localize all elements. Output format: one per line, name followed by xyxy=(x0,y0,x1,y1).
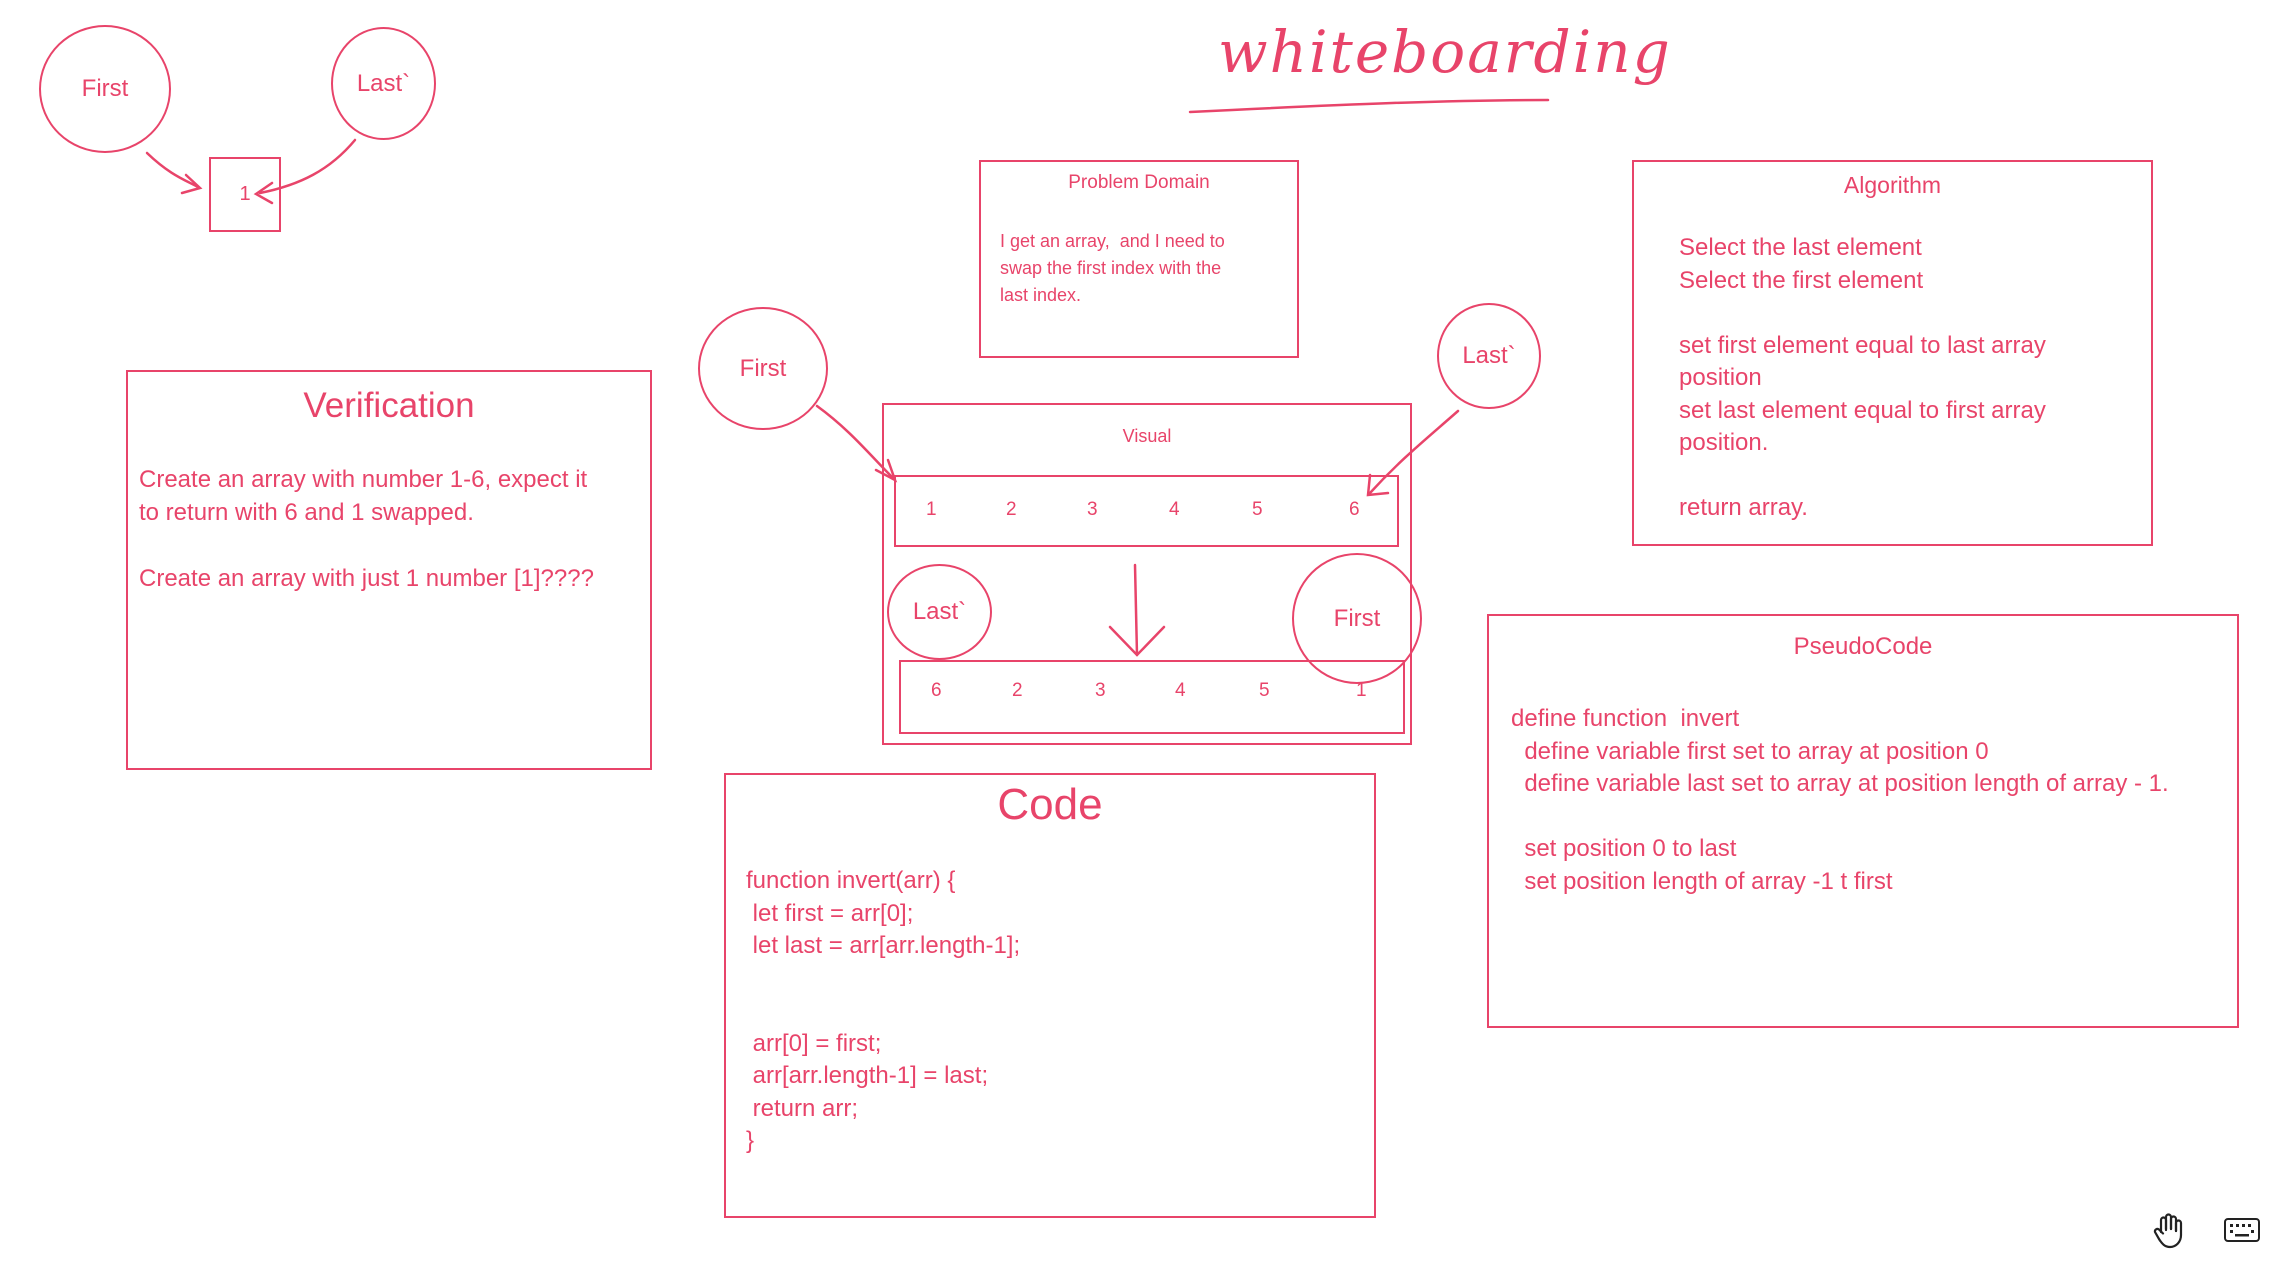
after-last-circle: Last` xyxy=(887,564,992,660)
array-after-cell-4: 4 xyxy=(1175,680,1186,701)
after-first-label: First xyxy=(1333,604,1381,632)
page-title: whiteboarding xyxy=(1218,18,1672,86)
keyboard-icon[interactable] xyxy=(2222,1215,2262,1245)
array-before-cell-3: 3 xyxy=(1087,499,1098,520)
pseudocode-box: PseudoCode define function invert define… xyxy=(1487,614,2239,1028)
array-after: 6 2 3 4 5 1 xyxy=(899,660,1405,734)
visual-box: Visual xyxy=(882,403,1412,745)
last-pointer-circle: Last` xyxy=(331,27,436,140)
array-before-cell-1: 1 xyxy=(926,499,937,520)
algorithm-box: Algorithm Select the last element Select… xyxy=(1632,160,2153,546)
pseudocode-text: define function invert define variable f… xyxy=(1511,705,2169,895)
pseudocode-heading: PseudoCode xyxy=(1793,633,1933,660)
after-last-label: Last` xyxy=(912,598,967,625)
problem-domain-box: Problem Domain I get an array, and I nee… xyxy=(979,160,1299,358)
problem-domain-text: I get an array, and I need to swap the f… xyxy=(1000,231,1225,305)
visual-last-label: Last` xyxy=(1462,342,1516,369)
array-before-cell-6: 6 xyxy=(1349,499,1360,520)
array-after-cell-2: 2 xyxy=(1012,680,1023,701)
array-before-cell-2: 2 xyxy=(1006,499,1017,520)
code-box: Code function invert(arr) { let first = … xyxy=(724,773,1376,1218)
code-text: function invert(arr) { let first = arr[0… xyxy=(746,867,1021,1154)
first-pointer-label: First xyxy=(81,75,129,102)
visual-heading: Visual xyxy=(1122,426,1172,446)
first-pointer-circle: First xyxy=(39,25,171,153)
visual-first-label: First xyxy=(739,354,787,382)
array-after-cell-6: 1 xyxy=(1356,680,1367,701)
verification-box: Verification Create an array with number… xyxy=(126,370,652,770)
array-after-cell-3: 3 xyxy=(1095,680,1106,701)
array-before-cell-5: 5 xyxy=(1252,499,1263,520)
algorithm-heading: Algorithm xyxy=(1843,172,1942,198)
after-first-circle: First xyxy=(1292,553,1422,684)
array-before: 1 2 3 4 5 6 xyxy=(894,475,1399,547)
array-after-cell-5: 5 xyxy=(1259,680,1270,701)
single-element-value: 1 xyxy=(239,183,251,205)
verification-heading: Verification xyxy=(303,386,475,425)
single-element-cell: 1 xyxy=(209,157,281,232)
verification-text: Create an array with number 1-6, expect … xyxy=(139,466,594,592)
code-heading: Code xyxy=(997,780,1103,829)
visual-last-circle: Last` xyxy=(1437,303,1541,409)
algorithm-text: Select the last element Select the first… xyxy=(1679,234,2046,521)
array-before-cell-4: 4 xyxy=(1169,499,1180,520)
last-pointer-label: Last` xyxy=(356,69,411,97)
problem-domain-heading: Problem Domain xyxy=(1068,172,1210,193)
array-after-cell-1: 6 xyxy=(931,680,942,701)
array-after-cells: 6 2 3 4 5 1 xyxy=(901,662,1403,732)
visual-first-circle: First xyxy=(698,307,828,430)
hand-icon[interactable] xyxy=(2148,1210,2188,1250)
array-before-cells: 1 2 3 4 5 6 xyxy=(896,477,1397,545)
